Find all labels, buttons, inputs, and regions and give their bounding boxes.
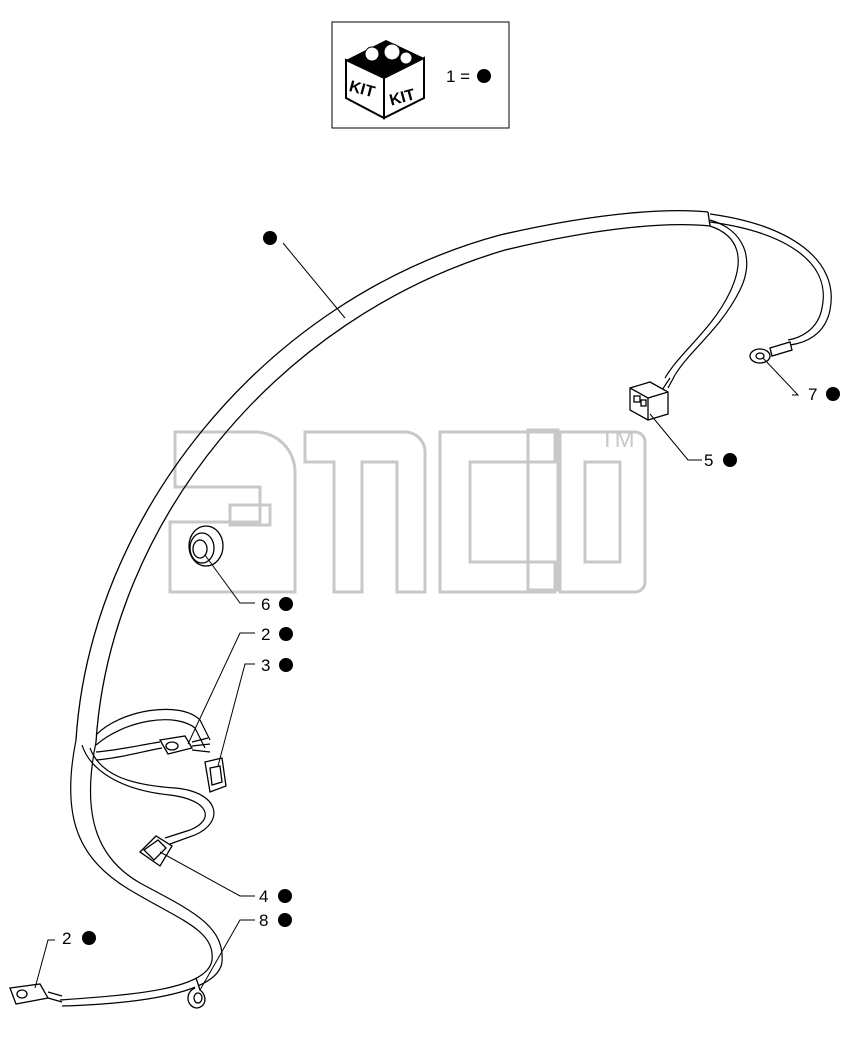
harness-branch-5 — [661, 219, 748, 391]
watermark-tm: TM — [600, 426, 635, 453]
connector-3 — [204, 757, 227, 793]
callout-7: 7 — [808, 385, 840, 404]
callout-harness — [263, 231, 277, 245]
callout-2-lower: 2 — [62, 929, 96, 948]
callout-5-label: 5 — [704, 451, 713, 470]
callout-7-label: 7 — [808, 385, 817, 404]
grommet-6 — [188, 525, 224, 567]
harness-sheath — [75, 209, 711, 743]
callout-3-label: 3 — [261, 656, 270, 675]
connector-5 — [629, 381, 669, 421]
clamp-8 — [187, 977, 206, 1009]
kit-icon-text-left: KIT — [347, 78, 377, 101]
callout-6: 6 — [261, 595, 293, 614]
connector-2-upper — [158, 735, 211, 755]
callout-2-upper-label: 2 — [261, 625, 270, 644]
kit-box: KIT KIT 1 = — [331, 21, 510, 129]
kit-bullet — [477, 69, 491, 83]
callout-4-label: 4 — [259, 887, 268, 906]
callout-3: 3 — [261, 656, 293, 675]
callout-4: 4 — [259, 887, 292, 906]
watermark-logo — [168, 428, 647, 594]
callout-6-label: 6 — [261, 595, 270, 614]
callout-8: 8 — [259, 911, 292, 930]
kit-icon-text-right: KIT — [388, 86, 418, 109]
callout-5: 5 — [704, 451, 737, 470]
callout-8-label: 8 — [259, 911, 268, 930]
ring-terminal — [749, 341, 793, 364]
kit-label: 1 = — [446, 67, 470, 86]
harness-lower-wires — [59, 708, 223, 1007]
callout-2-upper: 2 — [261, 625, 293, 644]
leader-lines — [34, 242, 800, 991]
connector-2-lower — [9, 983, 63, 1005]
harness-branch-7 — [709, 213, 832, 346]
connector-4 — [138, 835, 173, 867]
callout-2-lower-label: 2 — [62, 929, 71, 948]
kit-box-icon: KIT KIT — [345, 40, 425, 120]
